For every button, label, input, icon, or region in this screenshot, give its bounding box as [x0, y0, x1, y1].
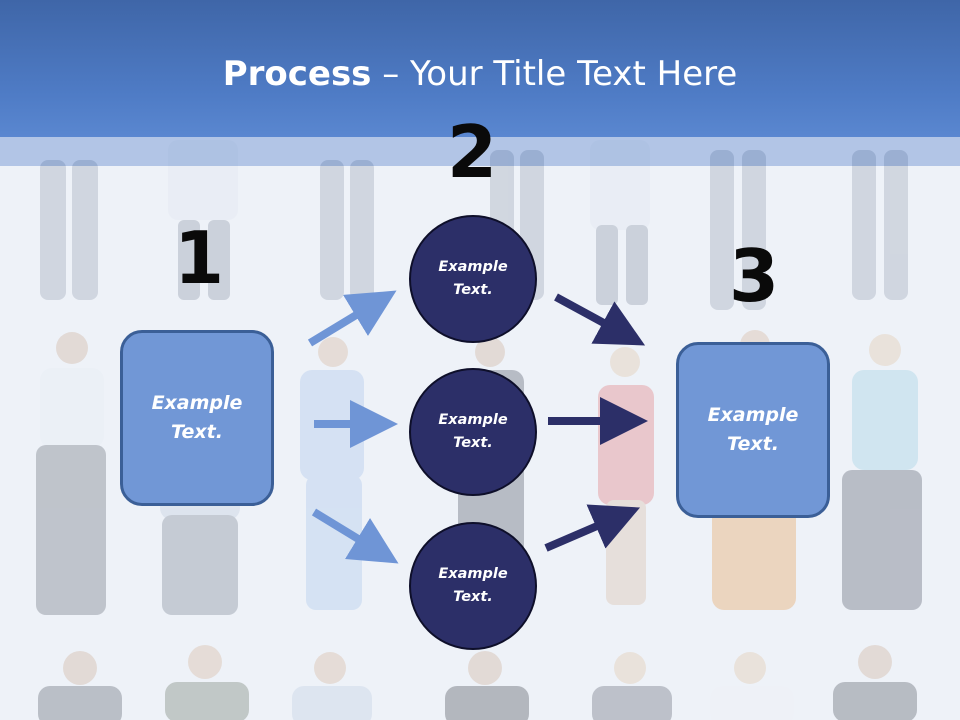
title-bar-band	[0, 137, 960, 166]
circle-line-2: Text.	[453, 435, 493, 451]
step-2-circle-top[interactable]: Example Text.	[409, 215, 537, 343]
step-3-box-text: Example Text.	[708, 401, 799, 459]
box-line-2: Text.	[727, 433, 779, 455]
circle-bottom-text: Example Text.	[438, 563, 507, 609]
step-1-box[interactable]: Example Text.	[120, 330, 274, 506]
step-3-box[interactable]: Example Text.	[676, 342, 830, 518]
arrow-box-to-circle-1	[307, 290, 397, 347]
title-bar	[0, 0, 960, 137]
circle-line-1: Example	[438, 566, 508, 582]
circle-line-1: Example	[438, 259, 508, 275]
box-line-2: Text.	[171, 421, 223, 443]
title-rest: – Your Title Text Here	[371, 54, 738, 94]
title-bold: Process	[222, 54, 372, 94]
circle-line-2: Text.	[453, 282, 493, 298]
box-line-1: Example	[151, 392, 243, 414]
step-1-box-text: Example Text.	[152, 389, 243, 447]
circle-top-text: Example Text.	[438, 256, 507, 302]
arrow-circle-3-to-box	[544, 504, 641, 552]
step-2-circle-bottom[interactable]: Example Text.	[409, 522, 537, 650]
step-2-circle-middle[interactable]: Example Text.	[409, 368, 537, 496]
arrow-circle-1-to-box	[554, 293, 646, 346]
circle-line-1: Example	[438, 412, 508, 428]
slide-title[interactable]: Process – Your Title Text Here	[0, 52, 960, 96]
box-line-1: Example	[707, 404, 799, 426]
step-number-2: 2	[446, 110, 498, 194]
arrow-box-to-circle-3	[311, 508, 399, 564]
step-number-3: 3	[728, 234, 780, 318]
step-number-1: 1	[173, 216, 225, 300]
circle-middle-text: Example Text.	[438, 409, 507, 455]
circle-line-2: Text.	[453, 589, 493, 605]
